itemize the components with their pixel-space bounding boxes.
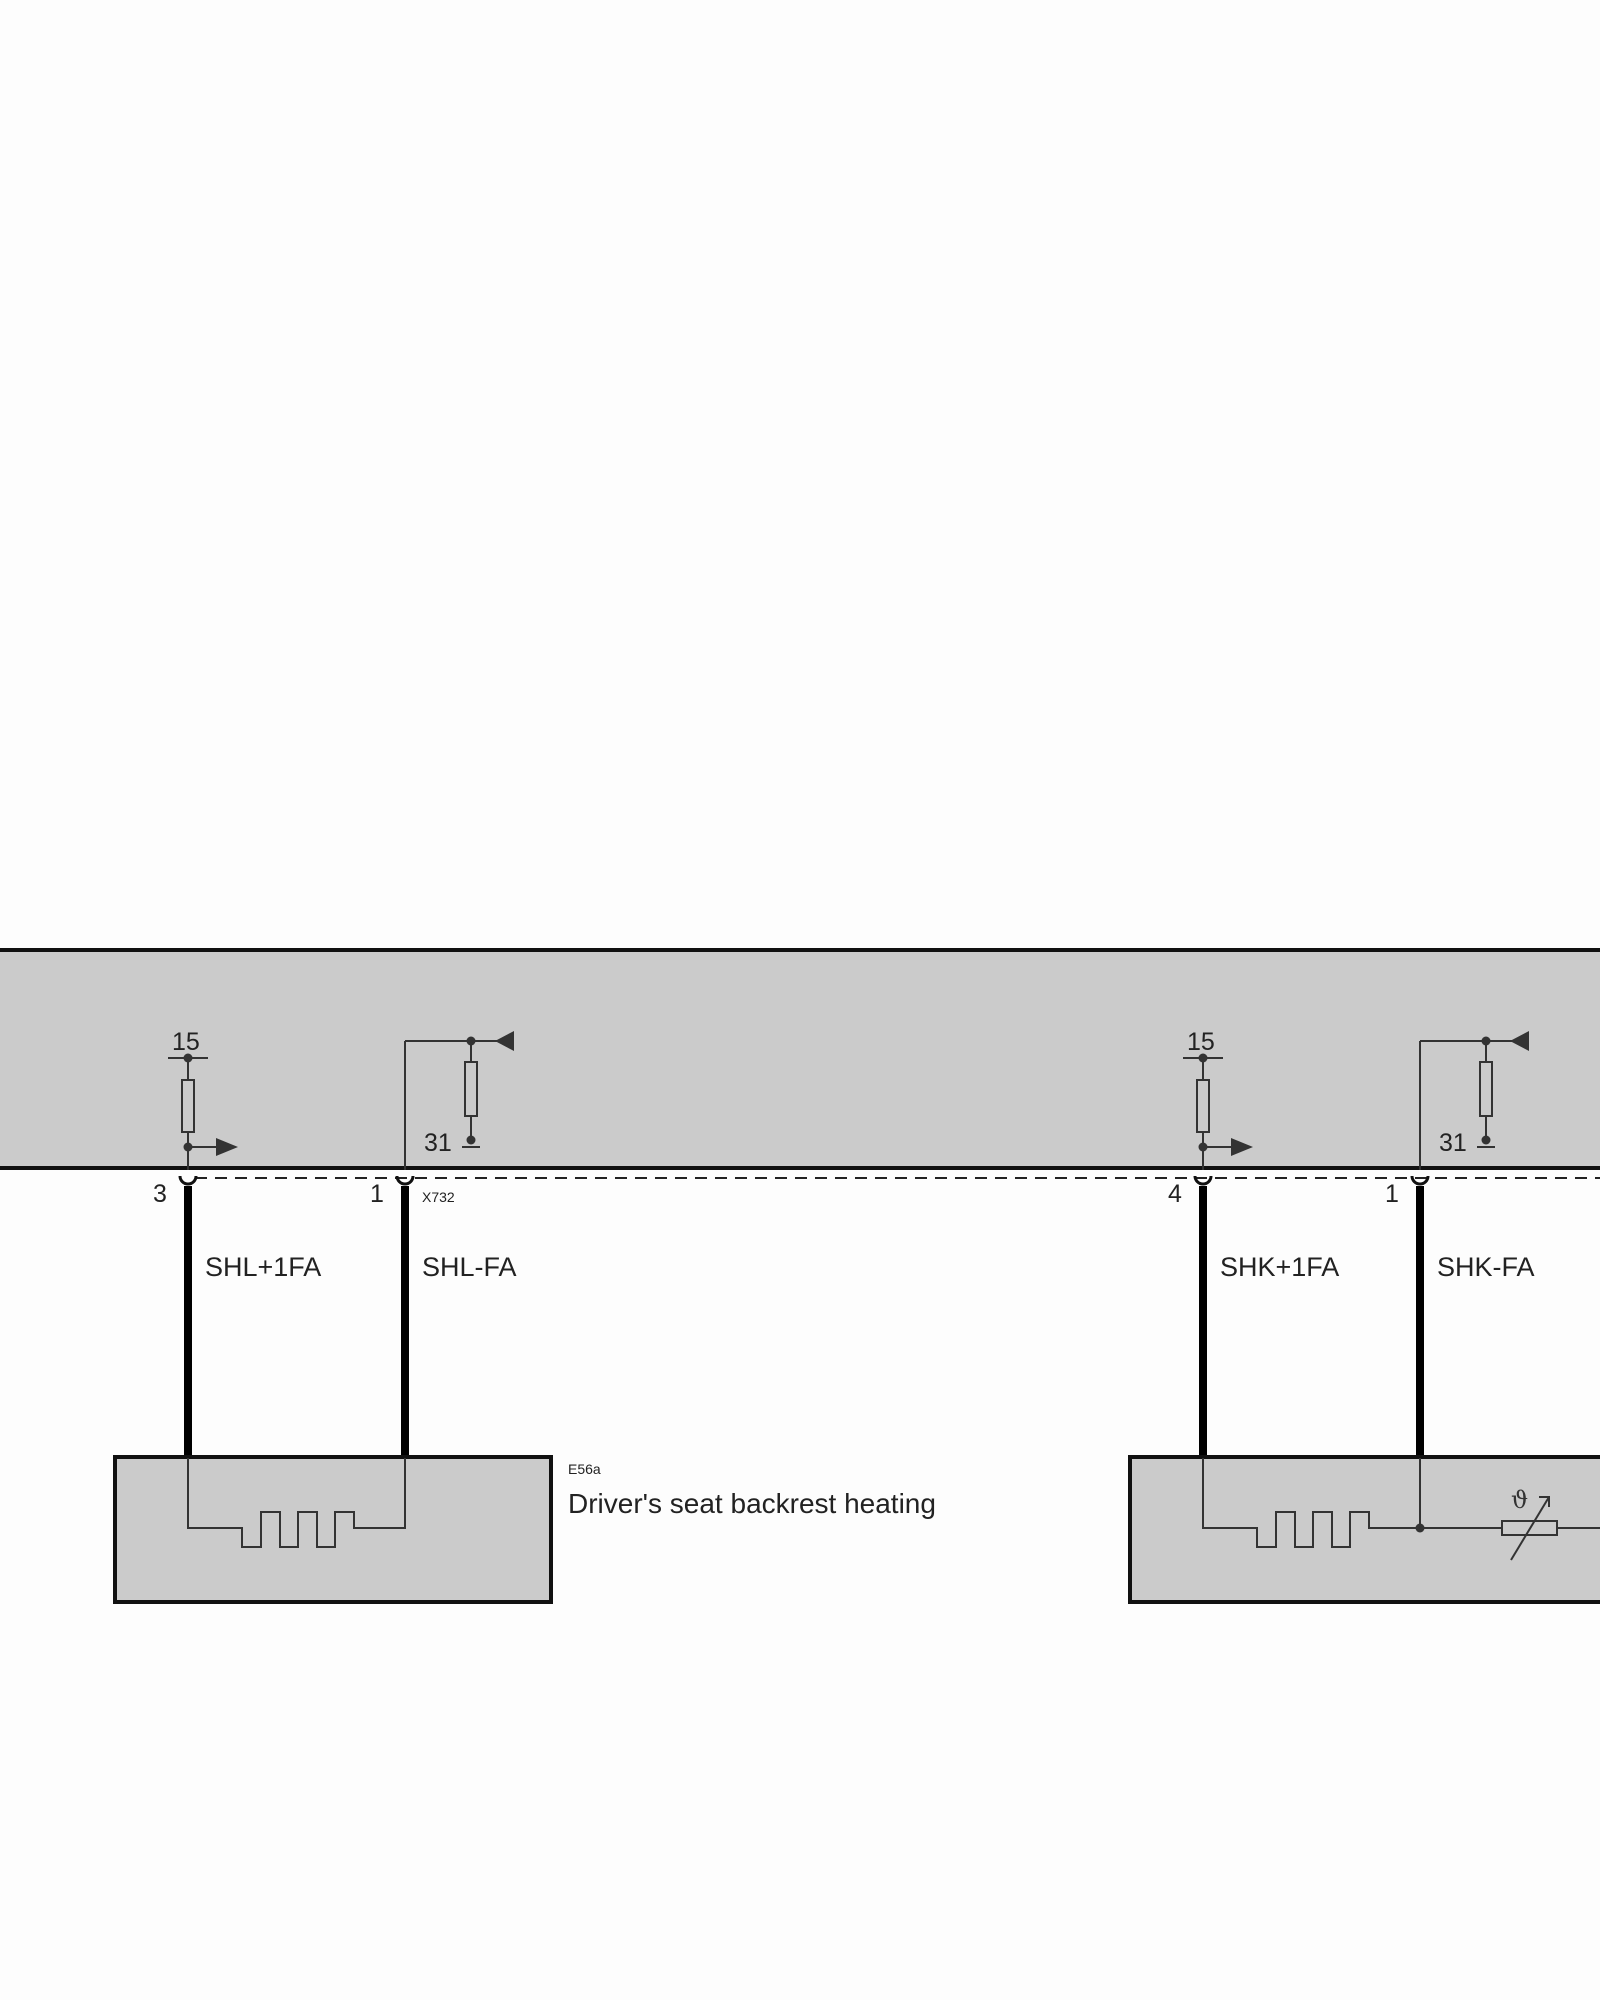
ntc-sensor-icon [1510, 1496, 1550, 1561]
component-description: Driver's seat backrest heating [568, 1488, 936, 1519]
node-dot [1198, 1142, 1208, 1152]
control-unit-housing [0, 948, 1600, 1170]
left-ground-circuit [404, 1040, 497, 1170]
pin-number: 1 [1385, 1180, 1399, 1208]
pin-socket [178, 1175, 198, 1186]
component-id: E56a [568, 1461, 601, 1477]
node-dot [1481, 1135, 1491, 1145]
node-dot [1198, 1053, 1208, 1063]
backrest-heating-element [113, 1455, 553, 1604]
terminal-31-label: 31 [1439, 1129, 1467, 1157]
pin-socket [1410, 1175, 1430, 1186]
node-dot [183, 1053, 193, 1063]
wire-label: SHL+1FA [205, 1252, 321, 1282]
pin-socket [395, 1175, 415, 1186]
terminal-15-label: 15 [1187, 1028, 1215, 1056]
node-dot [466, 1135, 476, 1145]
input-arrow-icon [1510, 1031, 1529, 1051]
pin-number: 4 [1168, 1180, 1182, 1208]
terminal-15-label: 15 [172, 1028, 200, 1056]
input-arrow-icon [495, 1031, 514, 1051]
output-arrow-icon [1231, 1138, 1253, 1156]
node-dot [1415, 1523, 1425, 1533]
connector-label: X732 [422, 1189, 455, 1205]
pin-socket [1193, 1175, 1213, 1186]
terminal-31-label: 31 [424, 1129, 452, 1157]
wire-label: SHK+1FA [1220, 1252, 1339, 1282]
node-dot [1481, 1036, 1491, 1046]
temperature-symbol: ϑ [1511, 1486, 1528, 1514]
wire-label: SHK-FA [1437, 1252, 1535, 1282]
pin-number: 3 [153, 1180, 167, 1208]
pin-number: 1 [370, 1180, 384, 1208]
node-dot [183, 1142, 193, 1152]
node-dot [466, 1036, 476, 1046]
wire-label: SHL-FA [422, 1252, 517, 1282]
output-arrow-icon [216, 1138, 238, 1156]
heating-coil-symbol [187, 1458, 406, 1548]
